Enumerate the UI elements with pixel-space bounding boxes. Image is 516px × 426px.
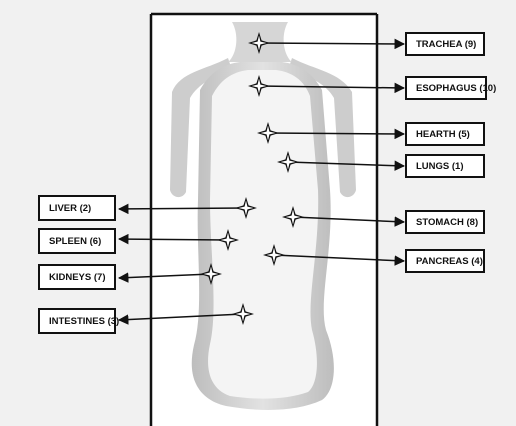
label-pancreas: PANCREAS (4)	[405, 249, 485, 273]
arrow-spleen	[119, 239, 228, 240]
label-kidneys: KIDNEYS (7)	[38, 264, 116, 290]
label-trachea: TRACHEA (9)	[405, 32, 485, 56]
label-lungs: LUNGS (1)	[405, 154, 485, 178]
torso-silhouette	[170, 22, 356, 410]
label-hearth: HEARTH (5)	[405, 122, 485, 146]
arrow-hearth	[268, 133, 404, 134]
arrow-trachea	[259, 43, 404, 44]
label-stomach: STOMACH (8)	[405, 210, 485, 234]
label-spleen: SPLEEN (6)	[38, 228, 116, 254]
label-esophagus: ESOPHAGUS (10)	[405, 76, 487, 100]
label-liver: LIVER (2)	[38, 195, 116, 221]
label-intestines: INTESTINES (3)	[38, 308, 116, 334]
arrow-liver	[119, 208, 246, 209]
